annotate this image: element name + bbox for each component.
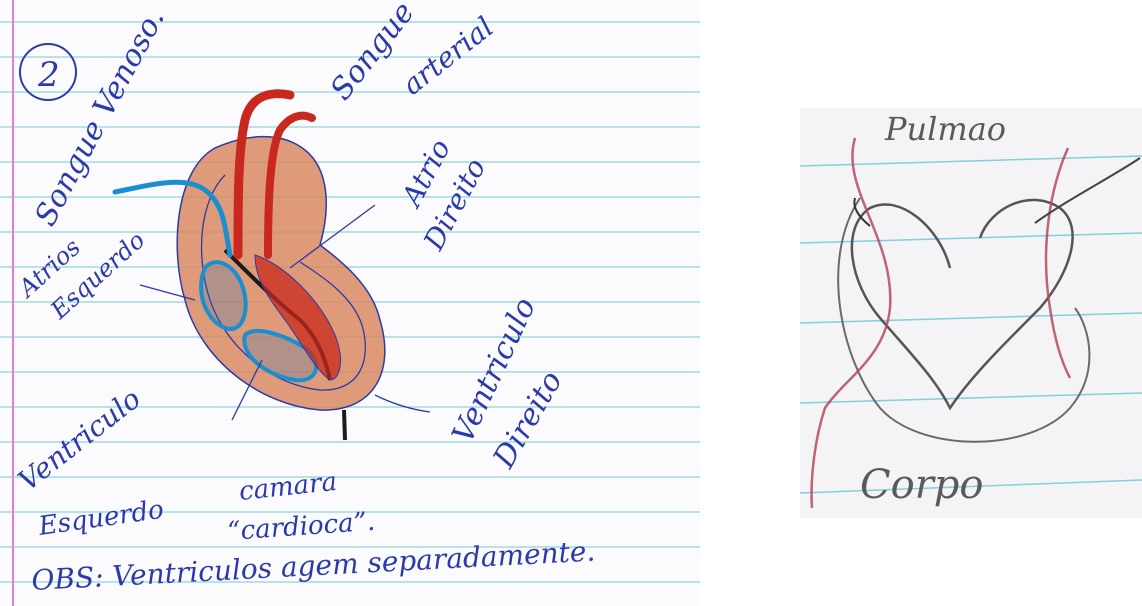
right-pencil-sketch: Pulmao Corpo <box>800 108 1142 518</box>
circled-number: 2 <box>37 55 60 95</box>
label-body: Corpo <box>860 462 984 508</box>
left-notebook-drawing: 2 Songue Venoso. Songue arterial Atrio <box>0 0 700 606</box>
circulation-sketch: Pulmao Corpo <box>800 108 1142 518</box>
note-text: OBS: Ventriculos agem separadamente. <box>31 534 596 596</box>
label-lung: Pulmao <box>884 110 1006 148</box>
label-chamber-1: camara <box>238 467 339 507</box>
label-left-ventricle-1: Ventriculo <box>12 382 147 498</box>
sketch-stroke-right <box>1035 158 1140 223</box>
label-chamber-2: “cardioca”. <box>226 507 376 547</box>
apex-line <box>344 410 345 440</box>
heart-outline <box>852 200 1073 408</box>
heart-sketch: 2 Songue Venoso. Songue arterial Atrio <box>0 0 700 606</box>
label-left-ventricle-2: Esquerdo <box>36 495 166 542</box>
